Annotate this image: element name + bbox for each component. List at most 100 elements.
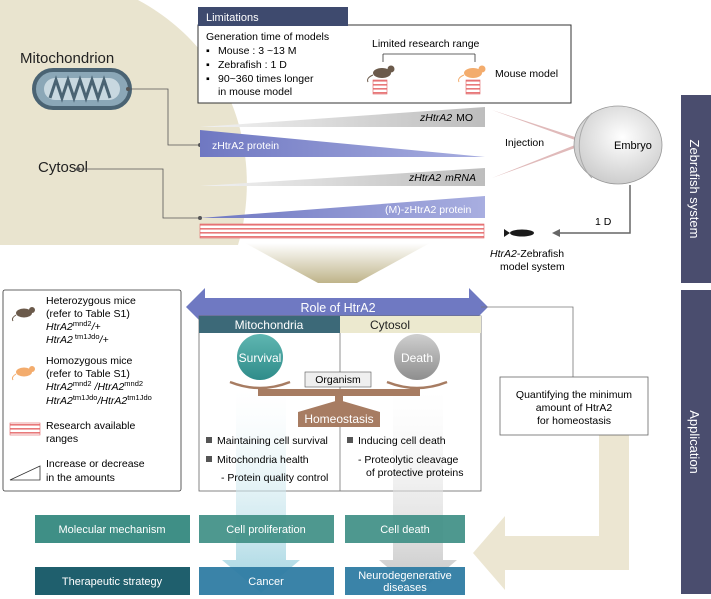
bullet — [347, 437, 353, 443]
legend-homo-line2: (refer to Table S1) — [46, 368, 130, 380]
mitochondria-header-bg — [199, 316, 340, 333]
one-day-arrow — [560, 185, 631, 234]
molecular-mechanism-label: Molecular mechanism — [59, 524, 166, 536]
mito-item-2: Mitochondria health — [217, 454, 309, 466]
bullet: ▪ — [206, 59, 210, 71]
survival-circle — [237, 334, 283, 380]
m-protein-wedge — [200, 196, 485, 218]
legend-box — [2, 289, 182, 492]
therapeutic-strategy-label: Therapeutic strategy — [62, 576, 163, 588]
role-title: Role of HtrA2 — [300, 301, 375, 315]
connector-dot — [76, 167, 80, 171]
protein-wedge — [200, 130, 485, 157]
mrna-wedge — [200, 168, 485, 186]
quantify-line1: Quantifying the minimum — [516, 389, 632, 401]
legend-amount-line1: Increase or decrease — [46, 458, 145, 470]
cell-death-box — [345, 515, 465, 543]
one-day-label: 1 D — [595, 216, 612, 228]
bullet: ▪ — [206, 73, 210, 85]
injection-needle — [492, 145, 575, 178]
legend-homo-mouse-icon — [11, 366, 35, 381]
longer-line2: in mouse model — [218, 86, 292, 98]
legend-hetero-genotype2: HtrA2 tm1Jdo/+ — [46, 332, 109, 346]
arrow-head — [552, 229, 560, 237]
quantify-box — [499, 376, 649, 436]
legend-wedge-swatch — [9, 465, 41, 481]
cytosol-header-bg — [340, 316, 481, 333]
zebrafish-system-tab — [681, 95, 711, 283]
molecular-mechanism-box — [35, 515, 190, 543]
embryo-icon — [573, 105, 663, 185]
legend-hetero-line1: Heterozygous mice — [46, 295, 136, 307]
model-system-line1: HtrA2-Zebrafish — [490, 248, 564, 260]
application-tab — [681, 290, 711, 594]
mo-wedge — [200, 107, 485, 127]
legend-research-line2: ranges — [46, 433, 78, 445]
cell-proliferation-box — [199, 515, 334, 543]
m-protein-label: (M)-zHtrA2 protein — [385, 204, 472, 216]
mouse-homo-icon — [458, 65, 486, 83]
legend-homo-genotype1: HtrA2mnd2 /HtrA2mnd2 — [46, 379, 143, 393]
zebrafish-icon — [504, 229, 534, 237]
legend-hetero-genotype1: HtrA2mnd2/+ — [46, 319, 101, 333]
mito-item-1: Maintaining cell survival — [217, 435, 328, 447]
embryo-label: Embryo — [614, 140, 652, 152]
legend-homo-genotype2: HtrA2tm1Jdo/HtrA2tm1Jdo — [46, 393, 152, 407]
cyto-item-1: Inducing cell death — [358, 435, 446, 447]
cytosol-header: Cytosol — [370, 318, 410, 332]
mito-sub-item: - Protein quality control — [221, 472, 328, 484]
left-pan — [229, 380, 291, 390]
quantify-arrow — [473, 435, 629, 590]
mouse-generation: Mouse : 3 ~13 M — [218, 45, 297, 57]
zebrafish-system-label: Zebrafish system — [687, 140, 702, 239]
neurodegenerative-box — [345, 567, 465, 595]
quantify-line3: for homeostasis — [537, 415, 611, 427]
quantify-connector — [481, 306, 574, 377]
legend-hetero-mouse-icon — [11, 307, 35, 322]
legend-amount-line2: in the amounts — [46, 472, 115, 484]
zebrafish-generation: Zebrafish : 1 D — [218, 59, 287, 71]
quantify-line2: amount of HtrA2 — [536, 402, 613, 414]
cell-body — [0, 0, 247, 245]
neurodegenerative-label: Neurodegenerative — [358, 570, 452, 582]
right-pan — [386, 380, 448, 390]
bullet — [206, 437, 212, 443]
organism-label: Organism — [315, 374, 361, 386]
homeostasis-base — [298, 400, 380, 427]
legend-stripes-swatch — [9, 422, 41, 436]
research-range-bar — [199, 223, 485, 239]
research-range-label: Limited research range — [372, 38, 480, 50]
application-label: Application — [687, 410, 702, 474]
legend-research-line1: Research available — [46, 420, 135, 432]
survival-label: Survival — [239, 351, 282, 365]
death-circle — [394, 334, 440, 380]
model-system-line2: model system — [500, 261, 565, 273]
range-marker — [465, 79, 481, 95]
protein-label: zHtrA2 protein — [212, 140, 279, 152]
cell-connectors — [78, 88, 200, 219]
balance-post — [335, 389, 343, 407]
death-label: Death — [401, 351, 433, 365]
mitochondrion-icon — [32, 68, 132, 110]
diseases-label: diseases — [383, 582, 427, 594]
connector-dot — [126, 87, 130, 91]
injection-label: Injection — [505, 137, 544, 149]
role-bar — [205, 298, 469, 316]
limitations-title: Limitations — [206, 12, 259, 24]
cytosol-label: Cytosol — [38, 159, 88, 176]
organism-box — [304, 371, 372, 388]
mitochondria-header: Mitochondria — [235, 318, 304, 332]
cell-proliferation-label: Cell proliferation — [226, 524, 305, 536]
legend-homo-line1: Homozygous mice — [46, 355, 133, 367]
legend-hetero-line2: (refer to Table S1) — [46, 308, 130, 320]
cell-death-label: Cell death — [380, 524, 430, 536]
bullet — [206, 456, 212, 462]
limitations-header — [198, 7, 348, 26]
therapeutic-strategy-box — [35, 567, 190, 595]
cyto-sub-item-1: - Proteolytic cleavage — [358, 454, 459, 466]
bullet: ▪ — [206, 45, 210, 57]
